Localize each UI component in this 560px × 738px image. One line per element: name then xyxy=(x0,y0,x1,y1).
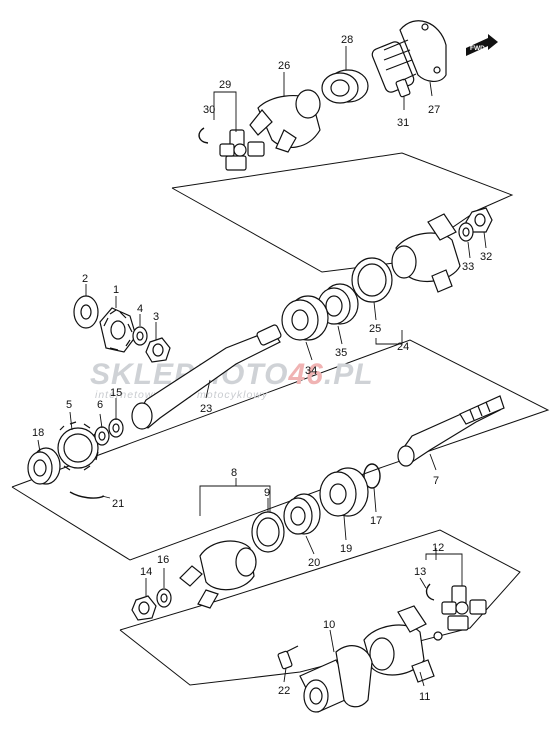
part-2-washer xyxy=(73,295,99,329)
part-21-circlip xyxy=(69,491,105,499)
callout-19: 19 xyxy=(340,543,352,555)
part-33-washer xyxy=(458,222,474,242)
part-23-shaft xyxy=(131,324,282,430)
callout-10: 10 xyxy=(323,619,335,631)
svg-text:SKLEPMOTO46.PL: SKLEPMOTO46.PL xyxy=(90,358,374,391)
callout-23: 23 xyxy=(200,403,212,415)
part-11-yoke xyxy=(363,605,443,683)
callout-22: 22 xyxy=(278,685,290,697)
callout-9: 9 xyxy=(264,487,270,499)
callout-18: 18 xyxy=(32,427,44,439)
callout-11: 11 xyxy=(419,691,430,703)
part-12-ujoint xyxy=(441,585,487,631)
part-30-circlip xyxy=(198,127,209,144)
callout-24: 24 xyxy=(397,341,409,353)
fwd-arrow-icon: FWD xyxy=(466,34,498,56)
part-10-flange xyxy=(299,645,373,713)
callout-31: 31 xyxy=(397,117,409,129)
part-27-flange xyxy=(371,20,447,93)
part-34-bearing xyxy=(281,295,329,341)
part-19-bearing xyxy=(319,467,369,517)
callout-21: 21 xyxy=(112,498,124,510)
part-28-bearing xyxy=(321,69,369,104)
callout-7: 7 xyxy=(433,475,439,487)
part-32-nut xyxy=(465,207,493,233)
part-14-nut xyxy=(131,595,157,621)
part-3-nut xyxy=(145,337,171,363)
callout-1: 1 xyxy=(113,284,119,296)
callout-3: 3 xyxy=(153,311,159,323)
part-9-ring xyxy=(251,511,285,553)
part-16-washer xyxy=(156,588,172,608)
callout-30: 30 xyxy=(203,104,215,116)
watermark-part4: .PL xyxy=(324,358,374,391)
frame-middle xyxy=(11,339,550,561)
part-24-yoke-assembly xyxy=(391,213,461,293)
part-15-washer xyxy=(108,418,124,438)
callout-2: 2 xyxy=(82,273,88,285)
part-5-gear xyxy=(57,421,99,471)
callout-6: 6 xyxy=(97,399,103,411)
part-31-bolt xyxy=(395,73,417,98)
leader-lines xyxy=(37,46,487,687)
part-8-yoke xyxy=(179,540,257,609)
part-13-circlip xyxy=(425,583,435,601)
frame-top xyxy=(171,152,514,273)
part-1-bevel-gear xyxy=(99,307,137,353)
part-25-ring xyxy=(351,257,393,303)
callout-32: 32 xyxy=(480,251,492,263)
watermark-part3: 46 xyxy=(287,358,323,391)
frame-bottom xyxy=(119,529,521,686)
part-26-yoke xyxy=(249,89,321,153)
fwd-label: FWD xyxy=(470,45,485,52)
callout-4: 4 xyxy=(137,303,143,315)
callout-8: 8 xyxy=(231,467,237,479)
callout-35: 35 xyxy=(335,347,347,359)
callout-13: 13 xyxy=(414,566,426,578)
part-4-washer xyxy=(132,326,148,346)
watermark: SKLEPMOTO46.PL internetowy sklep motocyk… xyxy=(90,358,374,401)
callout-20: 20 xyxy=(308,557,320,569)
part-29-ujoint xyxy=(219,129,265,171)
callout-14: 14 xyxy=(140,566,152,578)
part-20-bearing xyxy=(283,493,321,535)
callout-27: 27 xyxy=(428,104,440,116)
callout-25: 25 xyxy=(369,323,381,335)
callout-34: 34 xyxy=(305,365,317,377)
callout-33: 33 xyxy=(462,261,474,273)
callout-16: 16 xyxy=(157,554,169,566)
callout-26: 26 xyxy=(278,60,290,72)
part-6-washer xyxy=(94,426,110,446)
callout-17: 17 xyxy=(370,515,382,527)
part-17-snap-ring xyxy=(363,463,381,489)
part-7-shaft xyxy=(397,395,505,467)
callout-5: 5 xyxy=(66,399,72,411)
part-22-bolt xyxy=(277,645,299,670)
callouts: 28 26 29 30 31 27 2 1 4 3 5 6 15 18 23 3… xyxy=(32,34,492,703)
callout-12: 12 xyxy=(432,542,444,554)
callout-15: 15 xyxy=(110,387,122,399)
callout-28: 28 xyxy=(341,34,353,46)
callout-29: 29 xyxy=(219,79,231,91)
part-18-bearing xyxy=(27,447,61,485)
